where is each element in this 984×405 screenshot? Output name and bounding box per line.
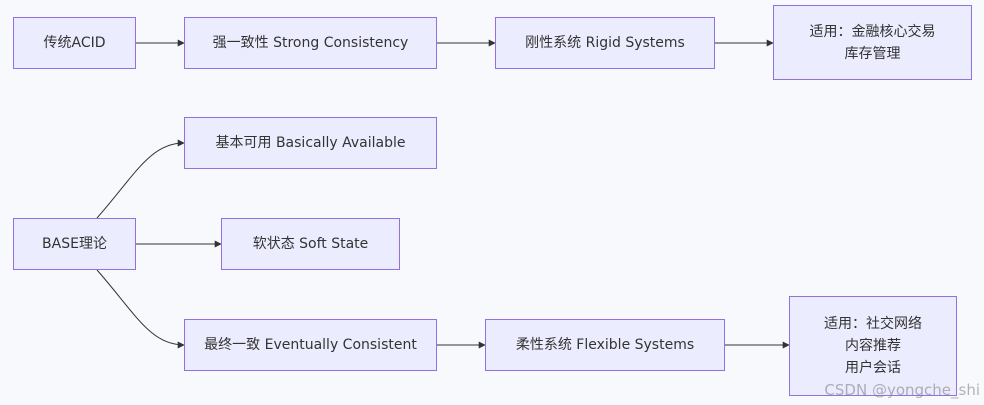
node-eventually-consistent: 最终一致 Eventually Consistent <box>184 319 437 371</box>
rigid-use-line-2: 库存管理 <box>844 45 901 62</box>
flex-use-line-2: 内容推荐 <box>845 338 901 354</box>
node-eventually-consistent-label: 最终一致 Eventually Consistent <box>204 337 417 353</box>
node-base-theory: BASE理论 <box>13 218 136 270</box>
node-flexible-systems-label: 柔性系统 Flexible Systems <box>515 337 695 353</box>
node-rigid-systems: 刚性系统 Rigid Systems <box>495 17 715 69</box>
node-traditional-acid: 传统ACID <box>13 17 136 69</box>
edge-base-basic <box>96 139 185 219</box>
flex-use-line-1: 适用：社交网络 <box>824 316 922 332</box>
flex-use-line-3: 用户会话 <box>845 360 901 376</box>
node-basically-available: 基本可用 Basically Available <box>184 117 437 169</box>
node-traditional-acid-label: 传统ACID <box>43 35 106 51</box>
node-soft-state: 软状态 Soft State <box>221 218 400 270</box>
rigid-use-line-1: 适用：金融核心交易 <box>809 23 936 40</box>
edge-base-eventual <box>96 269 185 349</box>
node-strong-consistency: 强一致性 Strong Consistency <box>184 17 437 69</box>
node-rigid-use-cases: 适用：金融核心交易 库存管理 <box>773 5 972 80</box>
node-flexible-systems: 柔性系统 Flexible Systems <box>485 319 725 371</box>
node-base-theory-label: BASE理论 <box>42 236 107 252</box>
node-basically-available-label: 基本可用 Basically Available <box>215 135 406 151</box>
node-strong-consistency-label: 强一致性 Strong Consistency <box>212 35 409 51</box>
node-rigid-systems-label: 刚性系统 Rigid Systems <box>525 35 685 51</box>
csdn-watermark: CSDN @yongche_shi <box>824 381 980 399</box>
node-flexible-use-cases: 适用：社交网络 内容推荐 用户会话 <box>789 296 957 396</box>
node-soft-state-label: 软状态 Soft State <box>252 236 369 252</box>
